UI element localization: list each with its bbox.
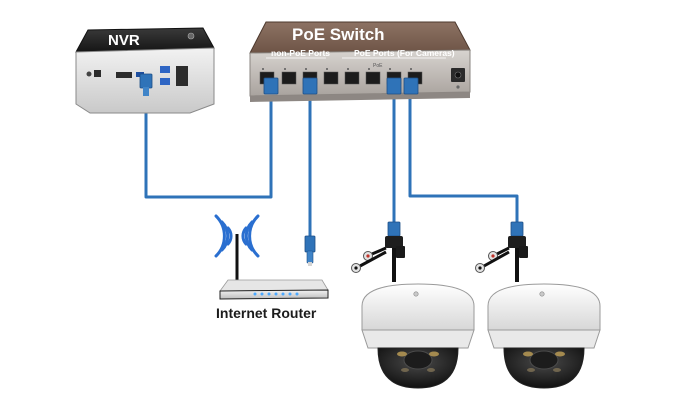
- switch-title: PoE Switch: [292, 25, 385, 44]
- camera-1-dome-skirt: [361, 329, 475, 349]
- switch-port-6: [365, 71, 381, 85]
- dome-camera-2: [475, 221, 601, 389]
- router-leds: [253, 292, 299, 296]
- switch-power-jack: [451, 68, 465, 89]
- poe-ports-label: PoE Ports (For Cameras): [354, 48, 455, 58]
- camera-2-dome-body: [487, 283, 601, 331]
- internet-router: Internet Router: [214, 214, 329, 321]
- switch-plugs: [263, 77, 419, 95]
- camera-1-dome-body: [361, 283, 475, 331]
- nvr-ethernet-plug: [139, 73, 153, 96]
- nvr-front-ports: [86, 66, 188, 86]
- router-top: [219, 279, 329, 292]
- wifi-signal-icon: [214, 214, 260, 258]
- cables: [144, 93, 519, 240]
- switch-port-5: [344, 71, 360, 85]
- switch-port-leds: [262, 68, 412, 70]
- router-body: [219, 289, 329, 300]
- cable-nvr-to-switch: [144, 93, 273, 199]
- plug-port-7: [386, 77, 402, 95]
- camera-1-connectors: [351, 221, 405, 282]
- switch-port-4: [323, 71, 339, 85]
- plug-port-8: [403, 77, 419, 95]
- nvr-label: NVR: [108, 32, 140, 49]
- plug-port-1: [263, 77, 279, 95]
- camera-2-dome-skirt: [487, 329, 601, 349]
- plug-port-3: [302, 77, 318, 95]
- switch-port-2: [281, 71, 297, 85]
- cable-camera2-to-switch: [408, 93, 519, 227]
- nvr-power-button: [187, 32, 195, 40]
- camera-2-connectors: [475, 221, 528, 282]
- dome-camera-1: [351, 221, 475, 389]
- nvr-device: NVR: [75, 27, 215, 114]
- poe-switch: PoE Switch non-PoE Ports PoE Ports (For …: [249, 21, 471, 102]
- router-label: Internet Router: [216, 305, 317, 321]
- router-ethernet-plug: [304, 235, 316, 266]
- non-poe-ports-label: non-PoE Ports: [271, 48, 330, 58]
- switch-port-group-label: PoE: [373, 63, 383, 69]
